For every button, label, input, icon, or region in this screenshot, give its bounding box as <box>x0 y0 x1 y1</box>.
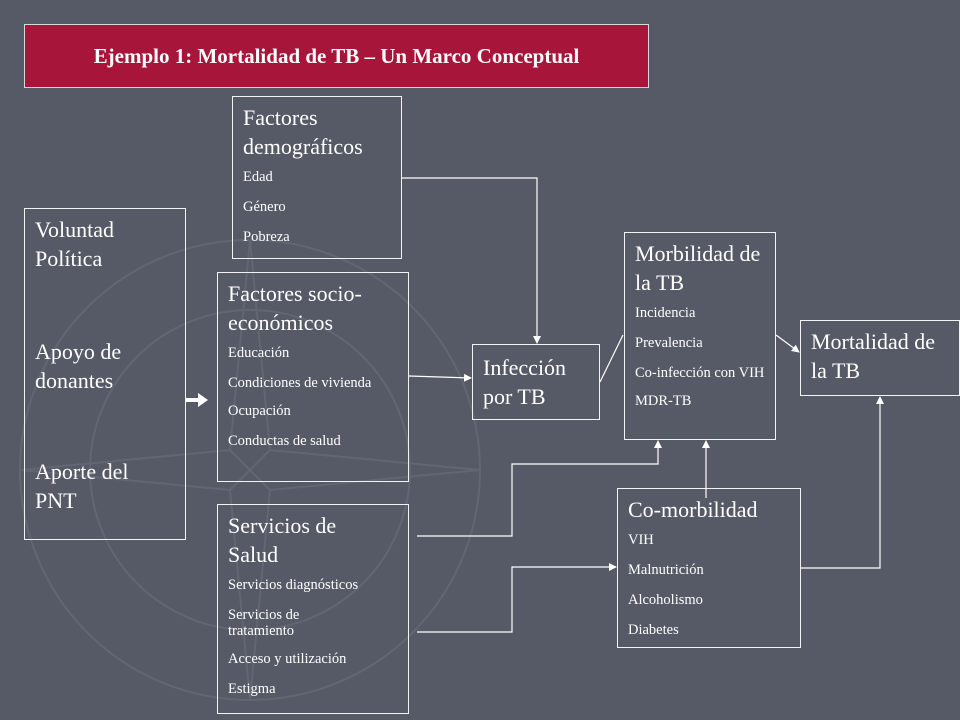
title-banner: Ejemplo 1: Mortalidad de TB – Un Marco C… <box>24 24 649 88</box>
voluntad-line-6: PNT <box>35 488 77 513</box>
list-item: Conductas de salud <box>228 433 341 449</box>
arrow-infeccion-to-morbilidad <box>599 334 624 383</box>
list-item: Edad <box>243 169 273 185</box>
voluntad-line-1: Voluntad <box>35 217 115 242</box>
morbilidad-items: Incidencia Prevalencia Co-infección con … <box>635 305 767 409</box>
voluntad-line-2: Política <box>35 246 103 271</box>
servicios-items: Servicios diagnósticos Servicios de trat… <box>228 577 400 697</box>
box-voluntad-politica: Voluntad Política Apoyo de donantes Apor… <box>24 208 186 540</box>
list-item: VIH <box>628 532 654 548</box>
socioeconomicos-heading: Factores socio-económicos <box>228 281 362 335</box>
socioeconomicos-items: Educación Condiciones de vivienda Ocupac… <box>228 345 400 449</box>
box-factores-demograficos: Factores demográficos Edad Género Pobrez… <box>232 96 402 259</box>
list-item: Condiciones de vivienda <box>228 375 372 391</box>
comorbilidad-heading: Co-morbilidad <box>628 497 758 522</box>
demograficos-heading: Factores demográficos <box>243 105 363 159</box>
box-morbilidad-de-la-tb: Morbilidad de la TB Incidencia Prevalenc… <box>624 232 776 440</box>
list-item: Servicios diagnósticos <box>228 577 359 593</box>
list-item: Servicios de tratamiento <box>228 607 300 639</box>
voluntad-line-4: donantes <box>35 368 114 393</box>
arrow-morbilidad-to-mortalidad <box>775 334 800 353</box>
demograficos-items: Edad Género Pobreza <box>243 169 393 245</box>
list-item: Incidencia <box>635 305 696 321</box>
arrow-comorbilidad-to-mortalidad <box>801 396 884 569</box>
box-infeccion-por-tb: Infección por TB <box>472 344 600 420</box>
arrow-voluntad-to-factors <box>186 393 208 407</box>
servicios-heading: Servicios de Salud <box>228 513 337 567</box>
list-item: Alcoholismo <box>628 592 703 608</box>
box-co-morbilidad: Co-morbilidad VIH Malnutrición Alcoholis… <box>617 488 801 648</box>
arrow-servicios-to-comorbilidad <box>417 563 617 633</box>
list-item: Co-infección con VIH <box>635 365 765 381</box>
list-item: Género <box>243 199 286 215</box>
list-item: Acceso y utilización <box>228 651 347 667</box>
list-item: MDR-TB <box>635 393 692 409</box>
list-item: Educación <box>228 345 290 361</box>
list-item: Prevalencia <box>635 335 703 351</box>
box-servicios-de-salud: Servicios de Salud Servicios diagnóstico… <box>217 504 409 714</box>
arrow-servicios-to-morbilidad <box>417 440 662 537</box>
diagram-title: Ejemplo 1: Mortalidad de TB – Un Marco C… <box>93 43 580 68</box>
box-factores-socioeconomicos: Factores socio-económicos Educación Cond… <box>217 272 409 482</box>
list-item: Ocupación <box>228 403 291 419</box>
infeccion-heading: Infección por TB <box>483 355 567 409</box>
arrow-socioeconomicos-to-infeccion <box>408 373 472 382</box>
list-item: Diabetes <box>628 622 679 638</box>
list-item: Malnutrición <box>628 562 704 578</box>
mortalidad-heading: Mortalidad de la TB <box>811 329 936 383</box>
comorbilidad-items: VIH Malnutrición Alcoholismo Diabetes <box>628 532 792 638</box>
morbilidad-heading: Morbilidad de la TB <box>635 241 761 295</box>
voluntad-line-5: Aporte del <box>35 459 129 484</box>
voluntad-line-3: Apoyo de <box>35 339 122 364</box>
list-item: Estigma <box>228 681 276 697</box>
arrow-demograficos-to-infeccion <box>402 177 541 344</box>
list-item: Pobreza <box>243 229 290 245</box>
